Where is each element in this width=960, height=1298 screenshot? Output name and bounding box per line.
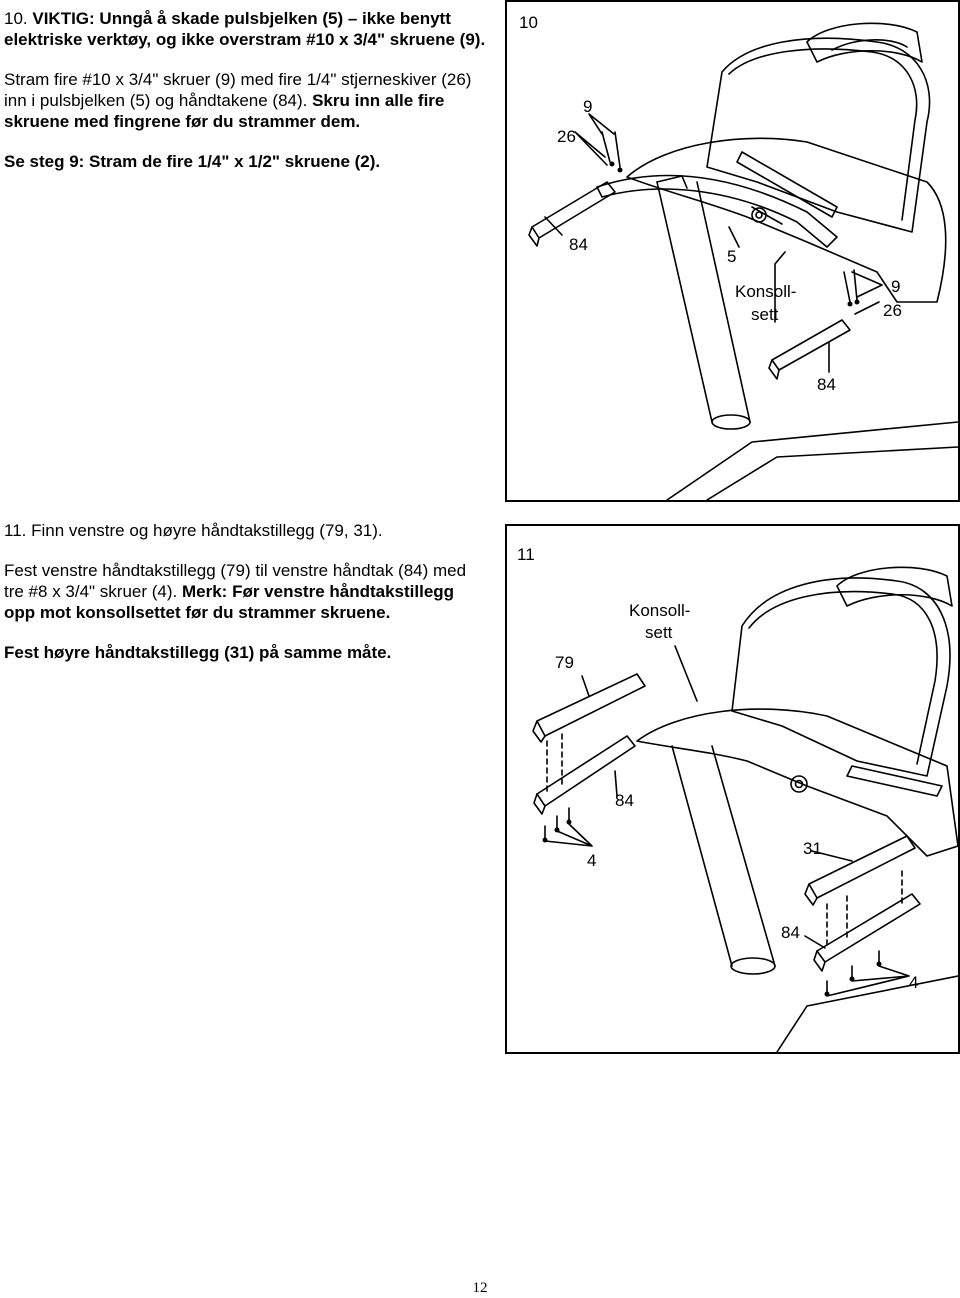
step-10-heading: 10. VIKTIG: Unngå å skade pulsbjelken (5… — [4, 8, 488, 50]
step-10-paragraph-2: Se steg 9: Stram de fire 1/4" x 1/2" skr… — [4, 152, 381, 171]
step-11-para1-bold: Merk: Før venstre håndtakstillegg opp mo… — [4, 582, 455, 622]
handlebar-addon-left — [532, 673, 646, 743]
label-washer-26-top: 26 — [557, 127, 576, 146]
pulse-bar — [596, 174, 838, 248]
figure-11-drawing: 11 Konsoll- sett 79 84 4 31 84 4 — [517, 545, 958, 1052]
label-handle-84-right: 84 — [817, 375, 836, 394]
console-shell — [636, 708, 958, 857]
step-11-paragraph-1: Fest venstre håndtakstillegg (79) til ve… — [4, 560, 488, 623]
label-addon-79: 79 — [555, 653, 574, 672]
label-screw-9-top: 9 — [583, 97, 592, 116]
label-handle-84-right: 84 — [781, 923, 800, 942]
label-console-kit-line1: Konsoll- — [735, 282, 796, 301]
step-11-instructions: 11. Finn venstre og høyre håndtakstilleg… — [4, 520, 488, 663]
step-10-instructions: 10. VIKTIG: Unngå å skade pulsbjelken (5… — [4, 8, 488, 172]
label-pulse-bar-5: 5 — [727, 247, 736, 266]
handlebar-right — [771, 319, 851, 371]
console-shell — [626, 137, 947, 303]
step-10-para1-text: Stram fire #10 x 3/4" skruer (9) med fir… — [4, 70, 472, 110]
label-screws-4-right: 4 — [909, 973, 918, 992]
handlebar-left — [536, 735, 636, 807]
step-11-paragraph-2: Fest høyre håndtakstillegg (31) på samme… — [4, 643, 392, 662]
label-console-kit-line2: sett — [751, 305, 779, 324]
upright-post — [656, 181, 751, 423]
figure-10-number: 10 — [519, 13, 538, 32]
console-handle — [836, 566, 953, 607]
upright-post — [671, 745, 776, 967]
figure-10-drawing: 10 9 26 84 5 Konsoll- sett 9 26 84 — [519, 13, 958, 500]
label-washer-26-right: 26 — [883, 301, 902, 320]
handlebar-left — [531, 181, 616, 239]
step-10-warning: VIKTIG: Unngå å skade pulsbjelken (5) – … — [4, 9, 486, 49]
page-number: 12 — [472, 1280, 488, 1296]
label-handle-84-left: 84 — [615, 791, 634, 810]
figure-11: 11 Konsoll- sett 79 84 4 31 84 4 — [505, 524, 960, 1054]
step-11-para1-text: Fest venstre håndtakstillegg (79) til ve… — [4, 561, 467, 601]
label-screws-4-left: 4 — [587, 851, 596, 870]
label-screw-9-right: 9 — [891, 277, 900, 296]
label-addon-31: 31 — [803, 839, 822, 858]
step-10-paragraph-1: Stram fire #10 x 3/4" skruer (9) med fir… — [4, 69, 488, 132]
figure-11-number: 11 — [517, 545, 535, 564]
treadmill-base — [666, 421, 958, 500]
label-handle-84-left: 84 — [569, 235, 588, 254]
label-console-kit-line1: Konsoll- — [629, 601, 690, 620]
console-tablet — [706, 37, 931, 233]
step-11-heading: 11. Finn venstre og høyre håndtakstilleg… — [4, 521, 383, 540]
step-10-para1-bold: Skru inn alle fire skruene med fingrene … — [4, 91, 445, 131]
console-handle — [806, 22, 923, 63]
console-tablet — [731, 577, 951, 777]
step-10-number: 10. — [4, 9, 33, 28]
label-console-kit-line2: sett — [645, 623, 673, 642]
handlebar-right — [816, 893, 921, 963]
figure-10: 10 9 26 84 5 Konsoll- sett 9 26 84 — [505, 0, 960, 502]
handlebar-addon-right — [804, 835, 916, 906]
